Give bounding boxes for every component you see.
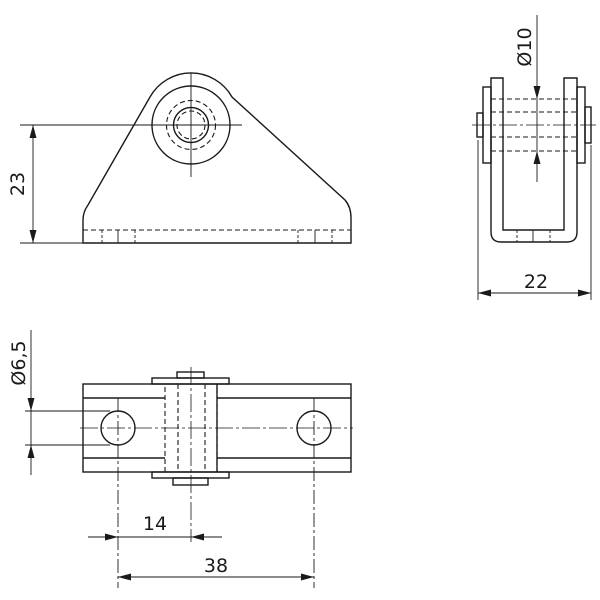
top-view: Ø6,5 14 38	[8, 330, 353, 588]
height-dimension-label: 23	[7, 172, 29, 196]
front-view: 23	[7, 72, 352, 244]
hole-spacing-dimension-label: 38	[204, 555, 228, 577]
hole-diameter-label: Ø6,5	[8, 340, 30, 385]
side-view: Ø10 22	[472, 15, 596, 300]
offset-dimension-label: 14	[143, 513, 167, 535]
width-dimension-label: 22	[524, 271, 548, 293]
pin-diameter-label: Ø10	[514, 27, 536, 66]
